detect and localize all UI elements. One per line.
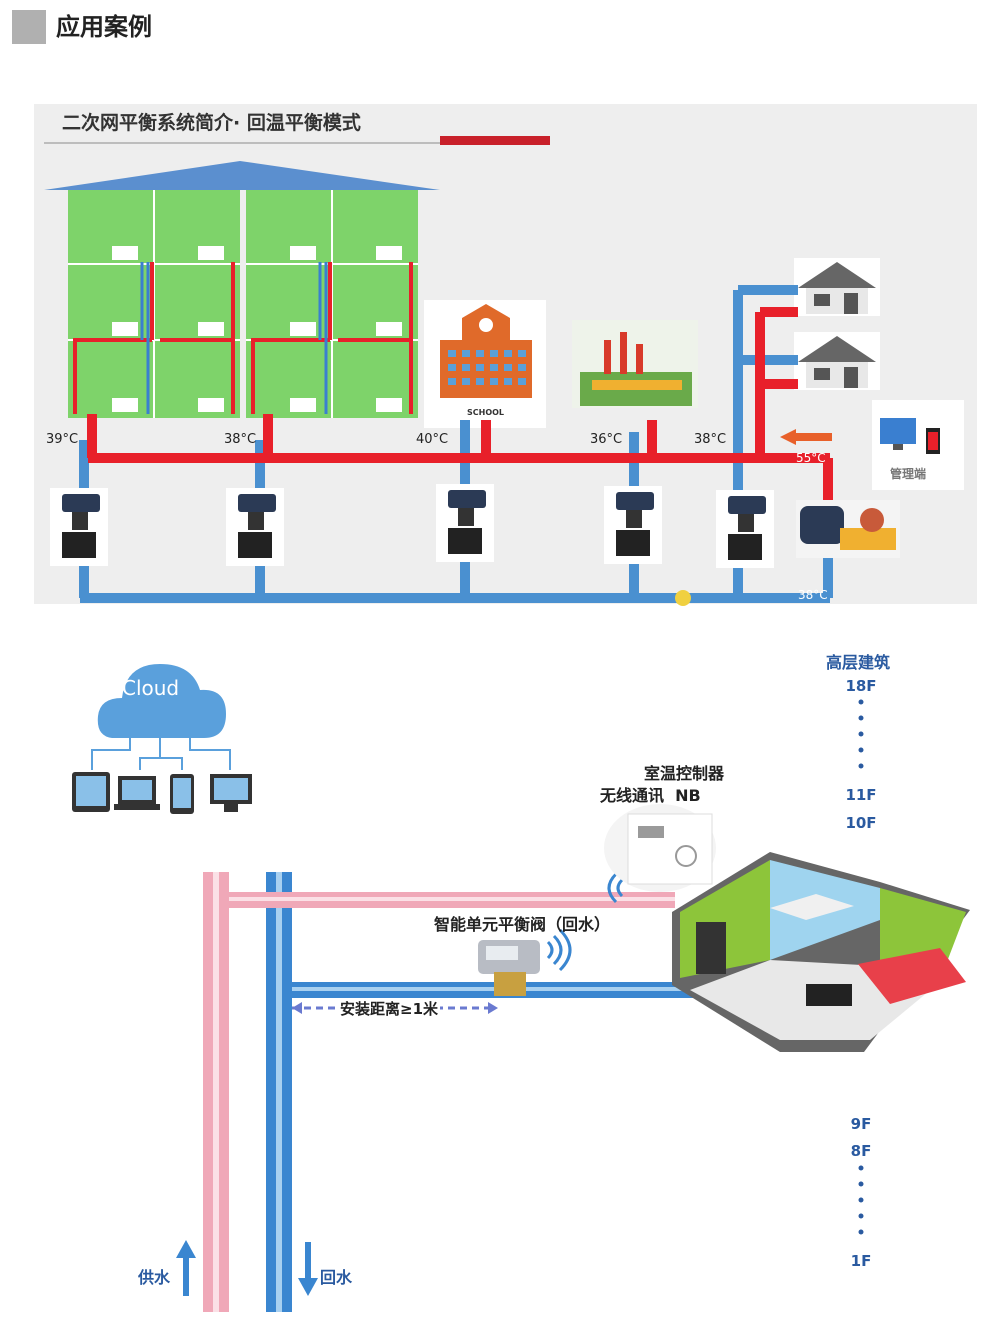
valve-label: 智能单元平衡阀（回水） bbox=[434, 915, 611, 934]
floor-label-18f: 18F bbox=[845, 677, 877, 695]
floor-label-10f: 10F bbox=[845, 814, 877, 832]
temp-label-return: 38°C bbox=[798, 588, 828, 602]
diagram-title: 二次网平衡系统简介· 回温平衡模式 bbox=[62, 112, 361, 134]
floor-label-8f: 8F bbox=[850, 1142, 872, 1160]
wireless-label: 无线通讯 NB bbox=[600, 786, 701, 805]
device-icons bbox=[72, 772, 252, 814]
temp-label-building-1: 39°C bbox=[46, 432, 79, 447]
floor-dots-bottom bbox=[858, 1165, 864, 1235]
return-down-arrow-icon bbox=[298, 1242, 318, 1296]
distance-label: 安装距离≥1米 bbox=[338, 998, 441, 1019]
management-terminal-icon bbox=[872, 400, 964, 490]
cloud-label: Cloud bbox=[122, 676, 180, 700]
apartment-room-icon bbox=[672, 852, 970, 1052]
title-accent-bar bbox=[440, 136, 550, 145]
house-icon-lower bbox=[794, 332, 880, 390]
supply-pipes bbox=[87, 307, 833, 500]
wifi-icon bbox=[546, 928, 572, 972]
floor-label-9f: 9F bbox=[850, 1115, 872, 1133]
temp-label-factory: 36°C bbox=[590, 432, 623, 447]
return-label: 回水 bbox=[320, 1268, 353, 1287]
factory-icon bbox=[572, 320, 698, 408]
building-left bbox=[68, 190, 240, 418]
pump-icon bbox=[796, 500, 900, 558]
sensor-dot bbox=[675, 590, 691, 606]
valve-icon-1 bbox=[50, 488, 108, 566]
section-title: 应用案例 bbox=[56, 13, 152, 41]
valve-icon-5 bbox=[716, 490, 774, 568]
controller-wifi-icon bbox=[607, 872, 624, 904]
valve-icon-4 bbox=[604, 486, 662, 564]
cloud-icon bbox=[91, 664, 231, 770]
temp-label-supply: 55°C bbox=[796, 451, 826, 465]
supply-label: 供水 bbox=[138, 1268, 171, 1287]
temp-label-school: 40°C bbox=[416, 432, 449, 447]
balance-valve-icon bbox=[478, 940, 540, 996]
radiator-icons bbox=[112, 246, 402, 412]
temp-label-building-2: 38°C bbox=[224, 432, 257, 447]
school-label: SCHOOL bbox=[467, 408, 505, 417]
management-label: 管理端 bbox=[890, 467, 927, 481]
section-marker bbox=[12, 10, 46, 44]
building-roof bbox=[44, 161, 440, 190]
valve-icon-3 bbox=[436, 484, 494, 562]
supply-up-arrow-icon bbox=[176, 1240, 196, 1296]
thermostat-controller-icon bbox=[604, 804, 716, 892]
house-icon-upper bbox=[794, 258, 880, 316]
floor-dots-top bbox=[858, 699, 864, 769]
valve-icon-2 bbox=[226, 488, 284, 566]
high-rise-label: 高层建筑 bbox=[826, 653, 891, 672]
floor-label-1f: 1F bbox=[850, 1252, 872, 1270]
building-right bbox=[246, 190, 418, 418]
flow-arrow-icon bbox=[780, 429, 832, 445]
floor-label-11f: 11F bbox=[845, 786, 877, 804]
temp-label-houses: 38°C bbox=[694, 432, 727, 447]
controller-label: 室温控制器 bbox=[644, 764, 725, 783]
school-icon bbox=[440, 304, 532, 398]
